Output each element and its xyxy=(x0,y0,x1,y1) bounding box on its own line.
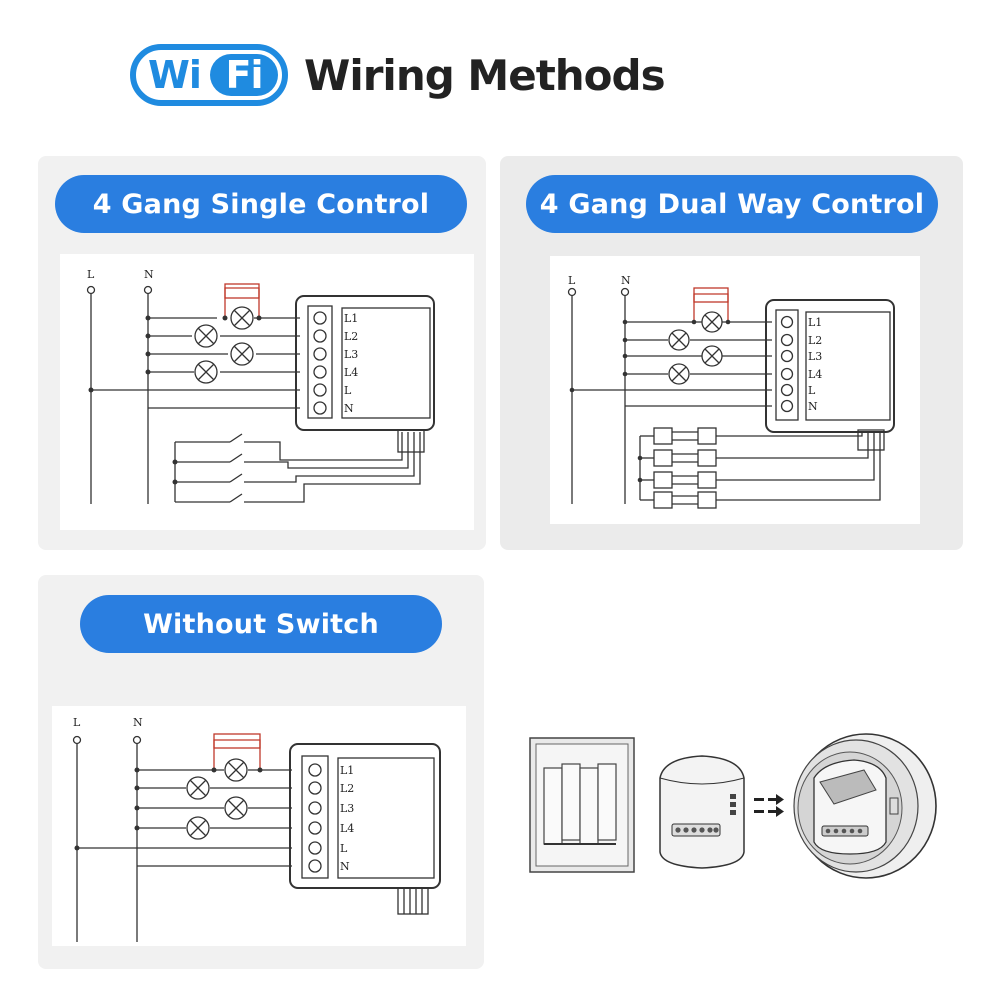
section-title-dual: 4 Gang Dual Way Control xyxy=(526,175,938,233)
terminal-L2: L2 xyxy=(340,782,354,795)
diagram-single-control: L N L1 L2 L3 L4 L N xyxy=(60,254,474,530)
relay-module-icon xyxy=(659,755,745,869)
terminal-N: N xyxy=(344,402,354,415)
terminal-L1: L1 xyxy=(340,764,354,777)
terminal-L: L xyxy=(340,842,348,855)
wall-switch-icon xyxy=(529,737,635,873)
rail-label-L: L xyxy=(568,274,576,287)
section-title-noswitch: Without Switch xyxy=(80,595,442,653)
diagram-dual-way-control: L N L1 L2 L3 L4 L N xyxy=(550,256,920,524)
arrow-right-icon xyxy=(754,794,784,817)
rail-label-L: L xyxy=(73,716,81,729)
section-title-single: 4 Gang Single Control xyxy=(55,175,467,233)
lamp-icon xyxy=(194,306,254,384)
header: Wi Fi Wiring Methods xyxy=(130,42,666,108)
terminal-L1: L1 xyxy=(808,316,822,329)
junction-box-icon xyxy=(793,733,937,879)
rail-label-N: N xyxy=(621,274,631,287)
rail-label-L: L xyxy=(87,268,95,281)
terminal-N: N xyxy=(808,400,818,413)
terminal-L1: L1 xyxy=(344,312,358,325)
wifi-logo-right: Fi xyxy=(210,53,278,97)
terminal-L2: L2 xyxy=(808,334,822,347)
wiring-svg-noswitch: L N L1 L2 L3 L4 L N xyxy=(72,716,441,942)
terminal-L: L xyxy=(808,384,816,397)
diagram-without-switch: L N L1 L2 L3 L4 L N xyxy=(52,706,466,946)
terminal-L2: L2 xyxy=(344,330,358,343)
terminal-L3: L3 xyxy=(340,802,354,815)
terminal-L4: L4 xyxy=(808,368,822,381)
wifi-logo-icon: Wi Fi xyxy=(130,44,288,106)
terminal-N: N xyxy=(340,860,350,873)
terminal-L3: L3 xyxy=(808,350,822,363)
rail-label-N: N xyxy=(144,268,154,281)
installation-illustration xyxy=(524,720,944,890)
wifi-logo-left: Wi xyxy=(148,53,202,97)
terminal-L: L xyxy=(344,384,352,397)
terminal-L3: L3 xyxy=(344,348,358,361)
wiring-svg-single: L N L1 L2 L3 L4 L N xyxy=(86,268,435,504)
wiring-svg-dual: L N L1 L2 L3 L4 L N xyxy=(567,274,895,509)
page-title: Wiring Methods xyxy=(304,50,666,100)
terminal-L4: L4 xyxy=(344,366,358,379)
terminal-L4: L4 xyxy=(340,822,354,835)
installation-svg xyxy=(529,733,937,879)
rail-label-N: N xyxy=(133,716,143,729)
